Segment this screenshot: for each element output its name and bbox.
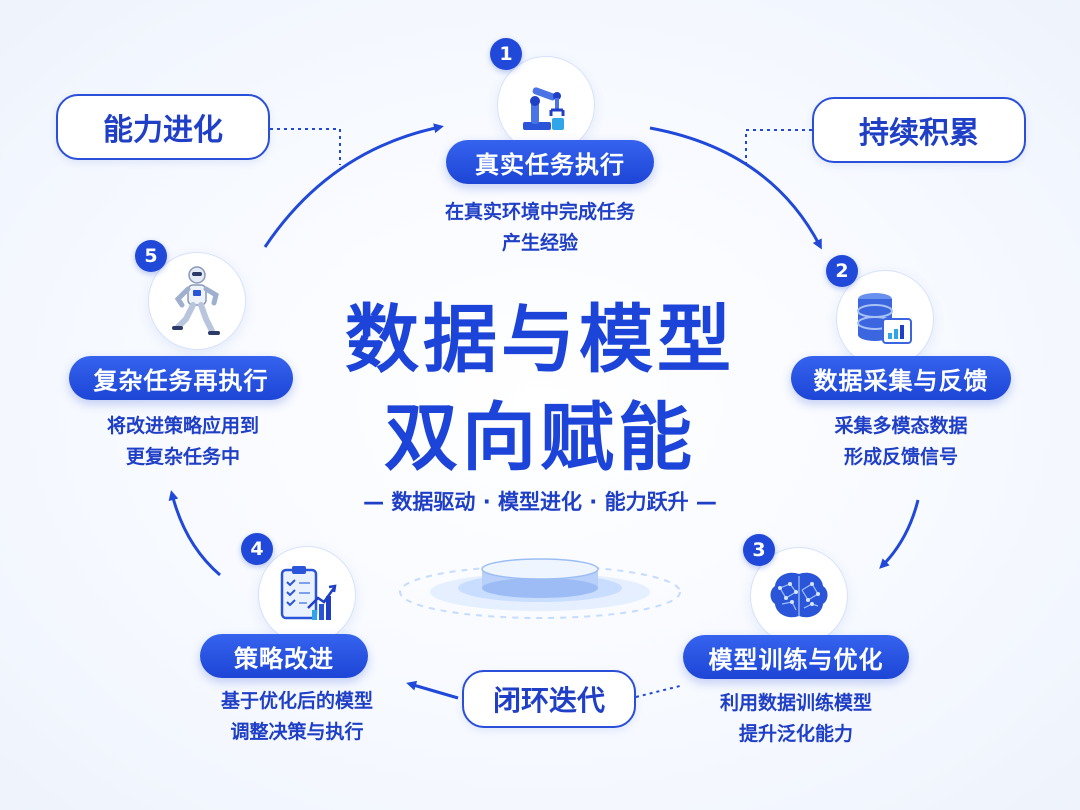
stage-4-icon-circle bbox=[258, 546, 356, 644]
humanoid-robot-icon bbox=[172, 266, 220, 335]
connector-bottom-label bbox=[635, 685, 681, 698]
stage-2-title: 数据采集与反馈 bbox=[791, 356, 1011, 400]
arrow-4-to-5 bbox=[168, 490, 221, 577]
stage-4-title: 策略改进 bbox=[200, 634, 368, 678]
stage-2-desc-line2: 形成反馈信号 bbox=[843, 446, 958, 468]
robot-arm-icon bbox=[523, 87, 565, 130]
stage-5-number: 5 bbox=[135, 240, 167, 272]
stage-2-description: 采集多模态数据 形成反馈信号 bbox=[776, 411, 1026, 473]
stage-3-title: 模型训练与优化 bbox=[683, 635, 909, 679]
stage-3-desc-line2: 提升泛化能力 bbox=[738, 723, 853, 745]
stage-1-description: 在真实环境中完成任务 产生经验 bbox=[390, 197, 690, 259]
arrow-5-to-1 bbox=[263, 123, 444, 248]
stage-2-icon-circle bbox=[836, 270, 934, 368]
label-capability-evolution: 能力进化 bbox=[56, 94, 270, 160]
stage-1-icon-circle bbox=[497, 56, 595, 154]
platform-graphic bbox=[399, 558, 681, 619]
stage-5-desc-line1: 将改进策略应用到 bbox=[106, 415, 259, 437]
stage-5-icon-circle bbox=[148, 252, 246, 350]
stage-3-icon-circle bbox=[750, 547, 848, 645]
label-closed-loop-iteration: 闭环迭代 bbox=[462, 670, 636, 728]
stage-1-desc-line2: 产生经验 bbox=[501, 232, 578, 254]
stage-1-number: 1 bbox=[490, 38, 522, 70]
stage-1-desc-line1: 在真实环境中完成任务 bbox=[444, 201, 635, 223]
arrow-1-to-2 bbox=[649, 126, 822, 250]
stage-3-number: 3 bbox=[743, 534, 775, 566]
stage-1-title: 真实任务执行 bbox=[446, 140, 654, 184]
stage-5-description: 将改进策略应用到 更复杂任务中 bbox=[58, 411, 308, 473]
center-title-line2: 双向赋能 bbox=[384, 395, 696, 481]
connector-left-label bbox=[270, 128, 341, 165]
stage-5-desc-line2: 更复杂任务中 bbox=[125, 446, 240, 468]
stage-4-description: 基于优化后的模型 调整决策与执行 bbox=[172, 686, 422, 748]
stage-4-number: 4 bbox=[241, 533, 273, 565]
clipboard-chart-icon bbox=[280, 566, 337, 620]
stage-5-title: 复杂任务再执行 bbox=[69, 356, 293, 400]
stage-2-desc-line1: 采集多模态数据 bbox=[834, 415, 968, 437]
stage-3-description: 利用数据训练模型 提升泛化能力 bbox=[671, 688, 921, 750]
arrow-2-to-3 bbox=[879, 499, 920, 569]
center-title-line1: 数据与模型 bbox=[345, 297, 735, 383]
label-continuous-accumulation: 持续积累 bbox=[812, 97, 1026, 163]
center-subtitle: — 数据驱动 · 模型进化 · 能力跃升 — bbox=[363, 490, 717, 514]
stage-2-number: 2 bbox=[826, 255, 858, 287]
connector-right-label bbox=[745, 129, 812, 165]
stage-4-desc-line2: 调整决策与执行 bbox=[230, 721, 364, 743]
brain-icon bbox=[770, 572, 828, 618]
stage-4-desc-line1: 基于优化后的模型 bbox=[220, 690, 373, 712]
database-icon bbox=[857, 293, 912, 344]
arrow-to-4 bbox=[406, 680, 459, 700]
stage-3-desc-line1: 利用数据训练模型 bbox=[719, 692, 872, 714]
